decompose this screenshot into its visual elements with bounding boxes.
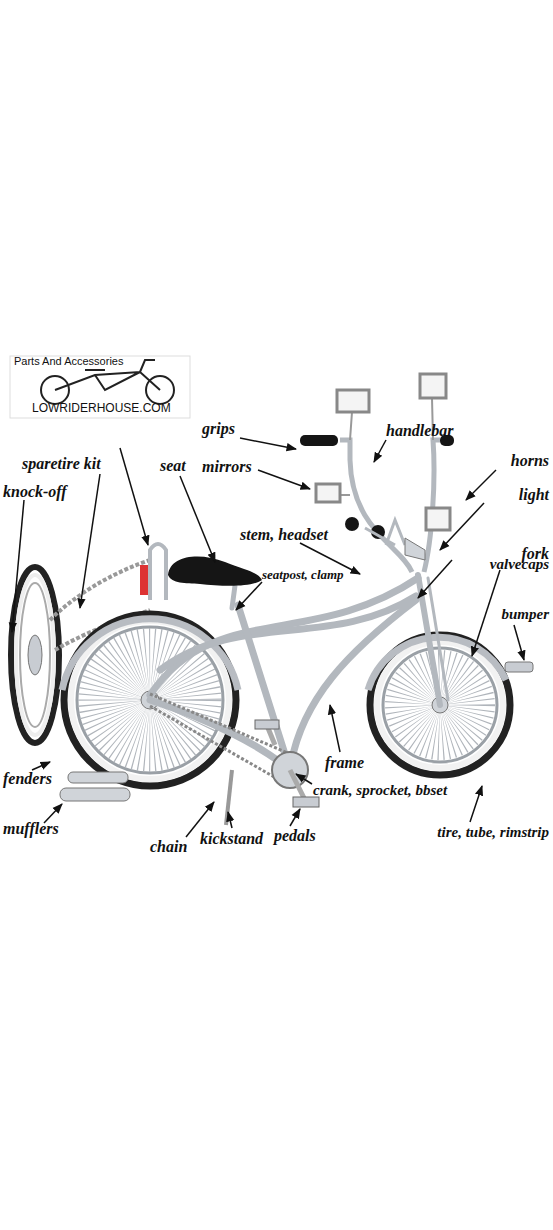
part-label: seat [160,457,186,475]
part-label: frame [325,754,364,772]
logo-icon [10,356,190,418]
frame [150,575,448,770]
part-label: sparetire kit [22,455,101,473]
part-label: seatpost, clamp [262,568,344,582]
logo-text: Parts And Accessories [14,355,123,367]
part-label: mufflers [3,820,59,838]
part-label: tire, tube, rimstrip [437,824,549,841]
part-label: handlebar [386,422,454,440]
part-label: valvecaps [490,556,549,573]
part-label: horns [511,452,549,470]
part-label: kickstand [200,830,263,848]
leader-lines [12,438,524,837]
part-label: chain [150,838,187,856]
logo-text: LOWRIDERHOUSE.COM [32,402,171,415]
part-label: stem, headset [240,526,328,544]
seat [150,544,262,600]
part-label: knock-off [3,483,67,501]
part-label: bumper [501,606,549,623]
part-label: mirrors [202,458,252,476]
part-label: light [519,486,549,504]
front-wheel [368,635,533,775]
part-label: pedals [274,827,316,845]
drivetrain [60,694,319,825]
part-label: fenders [3,770,52,788]
part-label: grips [202,420,235,438]
part-label: crank, sprocket, bbset [313,782,447,799]
